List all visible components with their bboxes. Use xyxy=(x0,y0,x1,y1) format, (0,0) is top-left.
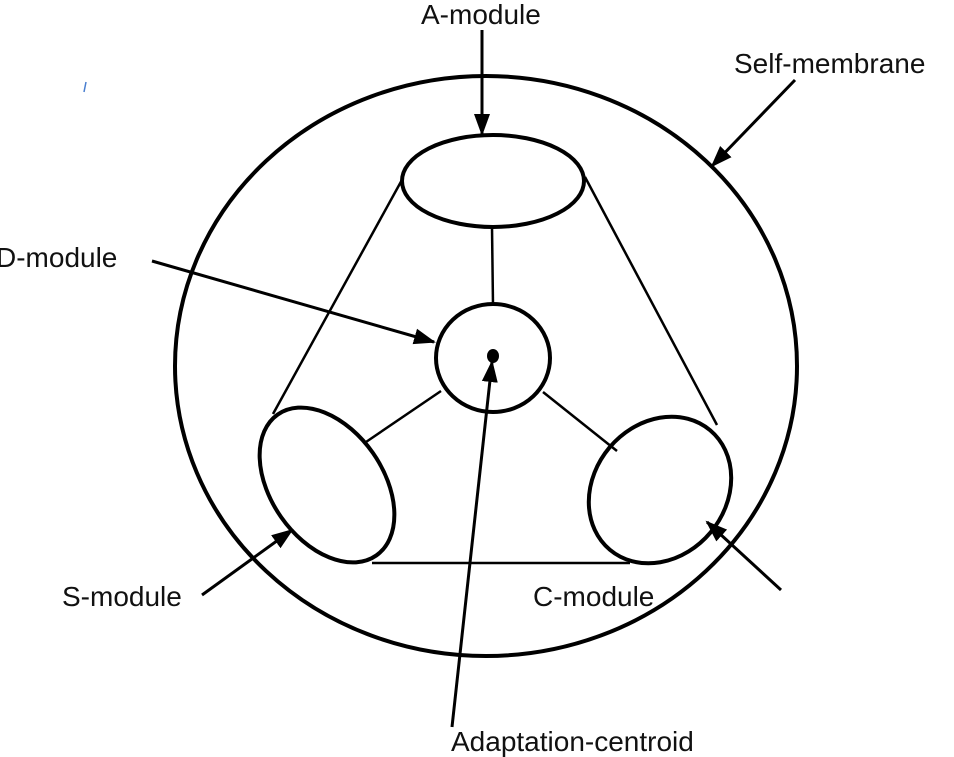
arrow-self-membrane xyxy=(710,78,797,168)
label-s-module: S-module xyxy=(62,581,182,612)
edge-a-to-d xyxy=(490,226,495,306)
edge-a-to-s xyxy=(271,177,405,415)
arrow-d-module xyxy=(151,259,436,345)
label-a-module: A-module xyxy=(421,0,541,30)
arrow-s-module xyxy=(201,528,294,597)
c-module-shape xyxy=(586,414,734,566)
label-adaptation-centroid: Adaptation-centroid xyxy=(451,726,694,757)
edge-a-to-c xyxy=(583,176,719,426)
a-module-shape xyxy=(400,133,586,229)
adaptation-centroid-dot xyxy=(487,349,499,363)
d-module-shape xyxy=(434,302,552,414)
s-module-shape xyxy=(257,405,397,565)
self-membrane-circle xyxy=(173,74,799,658)
label-d-module: D-module xyxy=(0,242,117,273)
edge-s-to-d xyxy=(365,389,442,444)
arrow-adaptation-centroid xyxy=(450,360,498,728)
label-self-membrane: Self-membrane xyxy=(734,48,925,79)
label-c-module: C-module xyxy=(533,581,654,612)
stray-mark xyxy=(83,81,87,93)
arrow-c-module xyxy=(705,520,783,592)
edge-c-to-d xyxy=(542,391,618,452)
